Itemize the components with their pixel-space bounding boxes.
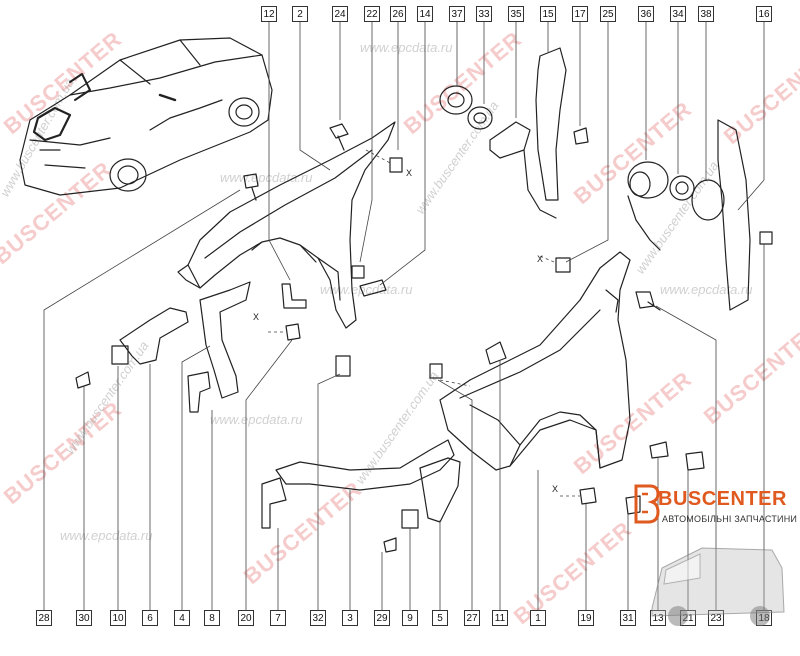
callout-label: 34 <box>670 6 686 22</box>
logo-tagline: АВТОМОБІЛЬНІ ЗАПЧАСТИНИ <box>662 514 798 524</box>
logo-brand-name: BUSCENTER <box>658 488 787 510</box>
callout-label: 15 <box>540 6 556 22</box>
callout-label: 38 <box>698 6 714 22</box>
callout-label: 13 <box>650 610 666 626</box>
clip-13 <box>649 441 669 459</box>
callout-label: 24 <box>332 6 348 22</box>
callout-label: 11 <box>492 610 508 626</box>
bracket-5 <box>419 457 461 523</box>
callout-label: 32 <box>310 610 326 626</box>
x-mark: X <box>552 484 558 494</box>
callout-label: 30 <box>76 610 92 626</box>
bracket-12 <box>281 283 307 309</box>
assembly-direction-lines <box>268 149 580 497</box>
callout-label: 14 <box>417 6 433 22</box>
buscenter-logo: BUSCENTER АВТОМОБІЛЬНІ ЗАПЧАСТИНИ <box>632 474 800 656</box>
front-fender-right <box>439 251 631 471</box>
callout-label: 12 <box>261 6 277 22</box>
callout-label: 7 <box>270 610 286 626</box>
leader-lines <box>43 22 765 610</box>
callout-label: 25 <box>600 6 616 22</box>
callout-label: 33 <box>476 6 492 22</box>
callout-label: 1 <box>530 610 546 626</box>
support-6 <box>119 307 189 365</box>
callout-label: 22 <box>364 6 380 22</box>
bracket-11 <box>485 341 507 365</box>
callout-label: 19 <box>578 610 594 626</box>
callout-label: 36 <box>638 6 654 22</box>
callout-label: 16 <box>756 6 772 22</box>
callout-label: 9 <box>402 610 418 626</box>
callout-label: 17 <box>572 6 588 22</box>
callout-label: 5 <box>432 610 448 626</box>
bracket-14 <box>359 279 387 297</box>
bracket-8 <box>187 371 211 413</box>
van-icon <box>651 547 785 626</box>
callout-label: 20 <box>238 610 254 626</box>
lower-support-3 <box>275 439 455 491</box>
x-mark: X <box>537 254 543 264</box>
clip-9 <box>401 509 419 529</box>
callout-label: 26 <box>390 6 406 22</box>
callout-label: 4 <box>174 610 190 626</box>
callout-label: 10 <box>110 610 126 626</box>
callout-label: 35 <box>508 6 524 22</box>
callout-label: 29 <box>374 610 390 626</box>
clip-10 <box>111 345 129 365</box>
callout-label: 2 <box>292 6 308 22</box>
callout-label: 31 <box>620 610 636 626</box>
vehicle-overview-illustration <box>19 37 273 196</box>
logo-mark-icon <box>634 484 660 524</box>
support-bracket-4 <box>199 281 251 399</box>
callout-label: 3 <box>342 610 358 626</box>
callout-label: 8 <box>204 610 220 626</box>
fasteners <box>75 123 773 553</box>
fuel-flap-assembly <box>439 47 589 219</box>
callout-label: 27 <box>464 610 480 626</box>
fuel-cap-assembly <box>627 119 751 311</box>
callout-label: 37 <box>449 6 465 22</box>
x-mark: X <box>253 312 259 322</box>
callout-label: 28 <box>36 610 52 626</box>
x-mark: X <box>406 168 412 178</box>
bracket-7 <box>261 477 287 529</box>
callout-label: 6 <box>142 610 158 626</box>
